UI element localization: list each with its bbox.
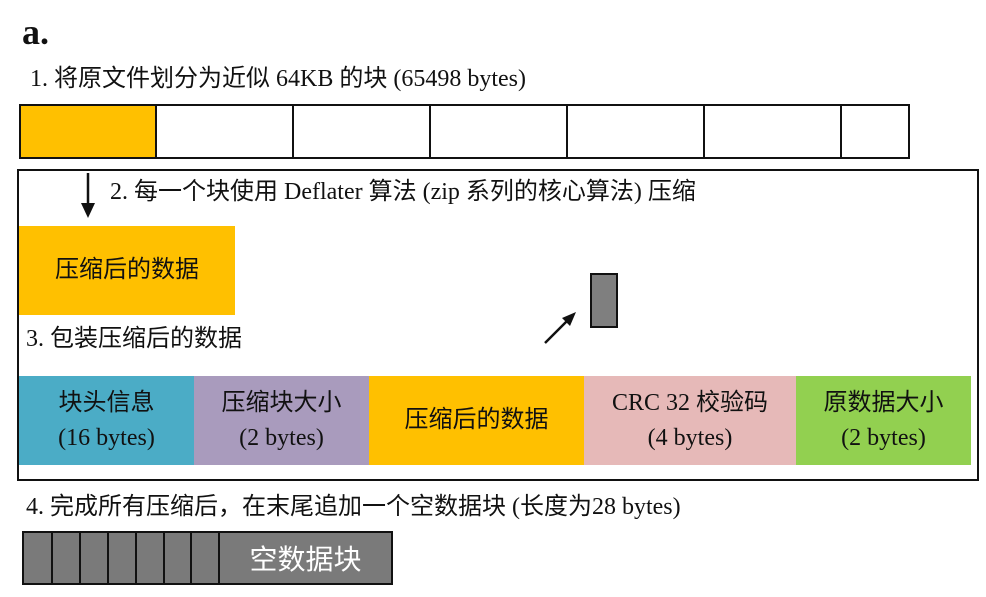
file-block-1 bbox=[19, 104, 157, 159]
step-4-text: 4. 完成所有压缩后，在末尾追加一个空数据块 (长度为28 bytes) bbox=[26, 494, 681, 520]
field-compressed-data: 压缩后的数据 bbox=[369, 376, 584, 465]
empty-segment bbox=[24, 533, 220, 583]
field-crc32: CRC 32 校验码 (4 bytes) bbox=[584, 376, 796, 465]
empty-segment bbox=[24, 533, 165, 583]
empty-block-label: 空数据块 bbox=[249, 545, 362, 576]
empty-segment bbox=[24, 533, 81, 583]
field-name: CRC 32 校验码 bbox=[611, 389, 769, 416]
step-3-text: 3. 包装压缩后的数据 bbox=[26, 326, 242, 352]
file-block-3 bbox=[292, 104, 431, 159]
small-data-block bbox=[590, 273, 618, 328]
file-block-7 bbox=[840, 104, 910, 159]
field-size: (2 bytes) bbox=[239, 424, 324, 451]
file-block-4 bbox=[429, 104, 568, 159]
step-1-text: 1. 将原文件划分为近似 64KB 的块 (65498 bytes) bbox=[30, 66, 526, 92]
field-name: 块头信息 bbox=[58, 389, 155, 416]
empty-segment bbox=[24, 533, 137, 583]
empty-segment bbox=[24, 533, 192, 583]
field-size: (4 bytes) bbox=[647, 424, 733, 451]
diagonal-arrow-icon bbox=[544, 312, 576, 344]
compressed-data-label: 压缩后的数据 bbox=[55, 257, 199, 284]
field-name: 原数据大小 bbox=[823, 389, 944, 416]
down-arrow-icon bbox=[81, 173, 95, 218]
field-compressed-size: 压缩块大小 (2 bytes) bbox=[194, 376, 369, 465]
step-2-text: 2. 每一个块使用 Deflater 算法 (zip 系列的核心算法) 压缩 bbox=[110, 179, 696, 205]
file-block-6 bbox=[703, 104, 842, 159]
field-size: (16 bytes) bbox=[58, 424, 155, 451]
field-name: 压缩后的数据 bbox=[404, 407, 549, 434]
panel-label: a. bbox=[22, 12, 49, 52]
compressed-data-block: 压缩后的数据 bbox=[19, 226, 235, 315]
empty-data-block: 空数据块 bbox=[22, 531, 393, 585]
file-block-5 bbox=[566, 104, 705, 159]
empty-segment bbox=[24, 533, 53, 583]
field-name: 压缩块大小 bbox=[221, 389, 342, 416]
empty-segment bbox=[24, 533, 109, 583]
field-size: (2 bytes) bbox=[841, 424, 926, 451]
file-block-2 bbox=[155, 104, 294, 159]
field-block-header: 块头信息 (16 bytes) bbox=[19, 376, 194, 465]
field-original-size: 原数据大小 (2 bytes) bbox=[796, 376, 971, 465]
process-frame bbox=[17, 169, 979, 481]
